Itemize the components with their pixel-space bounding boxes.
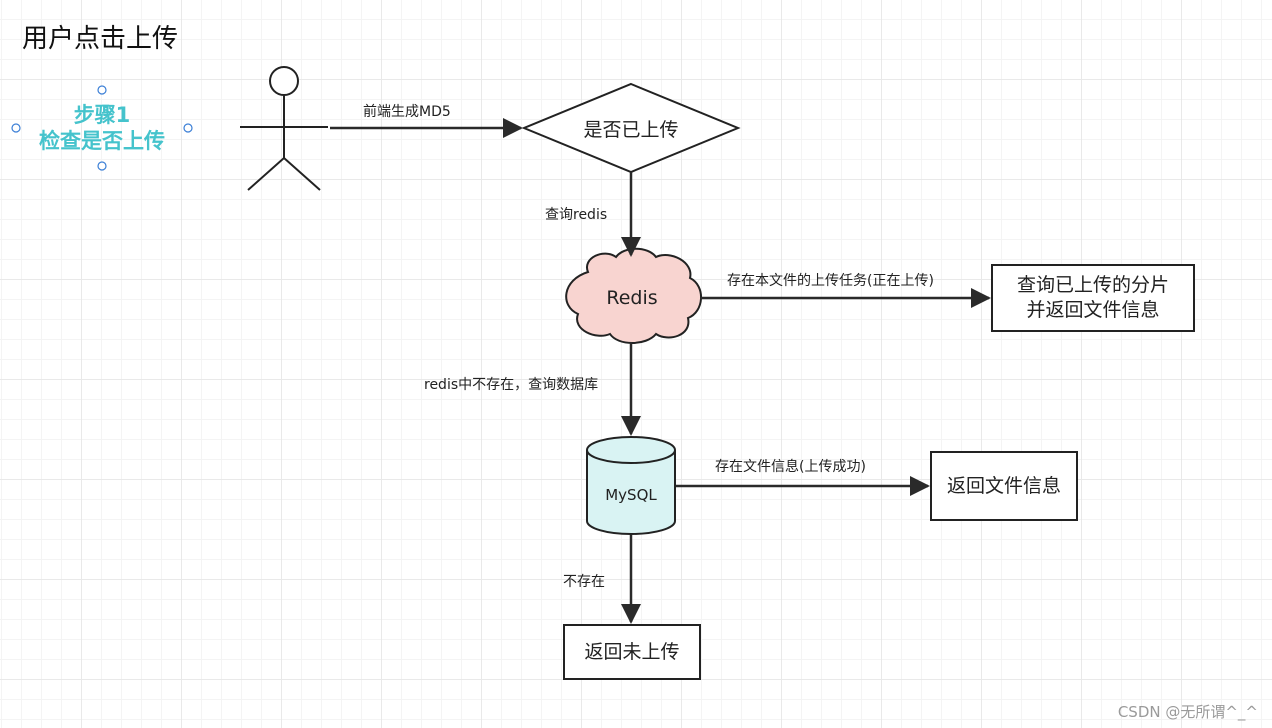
not-uploaded-label: 返回未上传 xyxy=(584,640,680,663)
step-label-line1: 步骤1 xyxy=(73,103,131,127)
edge-label-redis-exists: 存在本文件的上传任务(正在上传) xyxy=(727,273,934,289)
diagram-title: 用户点击上传 xyxy=(22,24,179,54)
mysql-label: MySQL xyxy=(605,486,657,504)
user-actor-icon[interactable] xyxy=(240,66,328,191)
mysql-database-icon[interactable] xyxy=(586,436,676,535)
partial-upload-box[interactable]: 查询已上传的分片 并返回文件信息 xyxy=(991,264,1195,332)
return-info-label: 返回文件信息 xyxy=(946,474,1061,497)
edge-label-mysql-exists: 存在文件信息(上传成功) xyxy=(715,459,866,475)
edge-label-not-exists: 不存在 xyxy=(563,574,605,590)
decision-label: 是否已上传 xyxy=(583,118,679,141)
watermark: CSDN @无所谓^_^ xyxy=(1117,703,1258,721)
selection-handles xyxy=(11,85,193,171)
partial-upload-line2: 并返回文件信息 xyxy=(1026,299,1160,321)
partial-upload-line1: 查询已上传的分片 xyxy=(1016,274,1169,296)
not-uploaded-box[interactable]: 返回未上传 xyxy=(563,624,701,680)
edge-label-redis-missing: redis中不存在，查询数据库 xyxy=(424,377,599,393)
edge-label-query-redis: 查询redis xyxy=(545,207,608,223)
step-label[interactable]: 步骤1 检查是否上传 xyxy=(16,90,188,166)
return-info-box[interactable]: 返回文件信息 xyxy=(930,451,1078,521)
redis-label: Redis xyxy=(606,287,658,309)
edge-label-frontend-md5: 前端生成MD5 xyxy=(363,104,451,120)
step-label-line2: 检查是否上传 xyxy=(39,129,165,153)
